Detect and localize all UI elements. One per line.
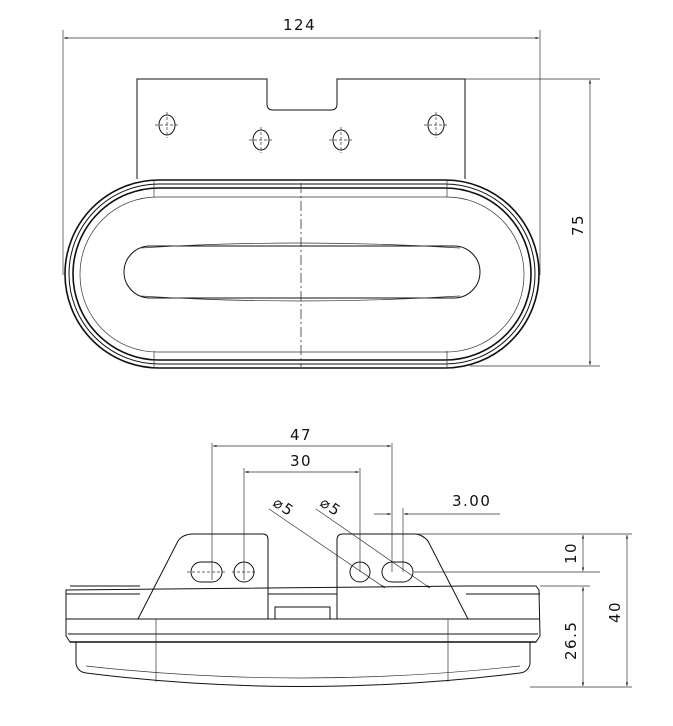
mounting-bracket [136,78,466,179]
round-hole-left [232,561,256,583]
side-bracket-right [336,533,469,620]
bracket-hole-3 [329,127,353,153]
side-bracket-left [137,533,269,620]
slot-hole-left [187,561,226,583]
front-view: 124 75 [62,16,600,369]
dimension-hole-spacing-outer: 47 [211,426,393,580]
dim-label-124: 124 [283,16,316,34]
dimension-body-height: 26.5 [530,585,632,688]
bracket-hole-1 [155,112,179,138]
round-hole-right [349,561,371,583]
dim-label-47: 47 [290,426,312,444]
dim-label-diameter-2: ⌀5 [317,493,345,520]
lamp-body-side [65,585,541,687]
dim-label-75: 75 [569,214,587,236]
lamp-body-oval [64,179,540,369]
light-window [123,242,481,302]
slot-hole-right [381,561,414,583]
bracket-hole-2 [249,127,273,153]
dim-label-30: 30 [290,452,312,470]
dim-label-3-00: 3.00 [452,492,491,510]
side-view: 47 30 ⌀5 ⌀5 3.00 [65,426,632,688]
dim-label-diameter-1: ⌀5 [270,493,298,520]
bridge-block [274,606,331,620]
dimension-overall-width: 124 [62,16,541,275]
dimension-overall-height: 75 [465,78,600,367]
dimension-slot-offset: 3.00 [374,492,500,572]
dim-label-10: 10 [562,542,580,564]
dimension-bracket-height: 10 [562,535,585,571]
dim-label-40: 40 [606,601,624,623]
dimension-total-height: 40 [600,533,632,686]
dimension-hole-spacing-inner: 30 [243,452,361,580]
bracket-hole-4 [424,112,448,138]
dim-label-26-5: 26.5 [562,621,580,660]
